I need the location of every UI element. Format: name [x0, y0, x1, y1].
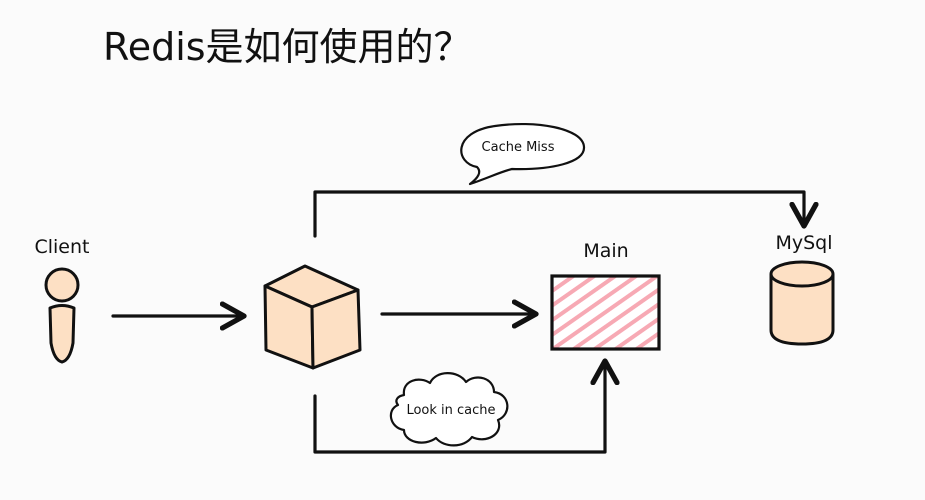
main-box: [550, 274, 661, 351]
look-in-cache-cloud: [389, 372, 509, 447]
arrow-cache-miss-to-mysql: [313, 190, 804, 238]
arrow-look-in-cache-to-main: [313, 361, 605, 454]
cache-miss-bubble: [460, 122, 586, 186]
mysql-label: MySql: [775, 232, 832, 254]
redis-cube-icon: [263, 264, 362, 370]
look-in-cache-label: Look in cache: [406, 403, 495, 418]
main-label: Main: [583, 240, 628, 262]
mysql-database-icon: [769, 260, 835, 346]
client-person-icon: [44, 267, 80, 364]
cache-miss-label: Cache Miss: [482, 140, 555, 155]
page-title: Redis是如何使用的？: [103, 25, 472, 69]
client-label: Client: [34, 236, 89, 258]
